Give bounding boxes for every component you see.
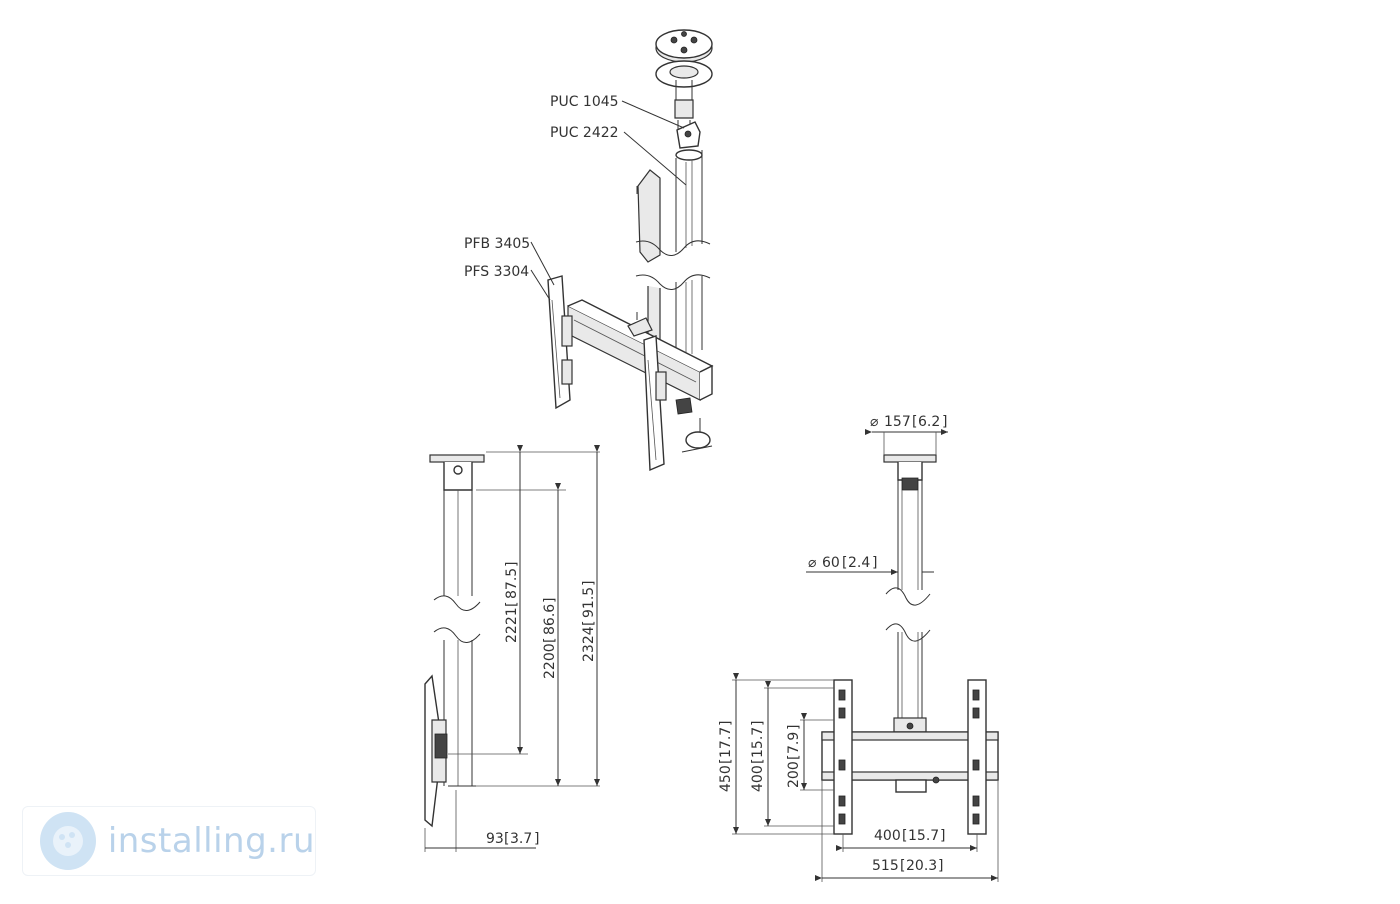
svg-text:3.7: 3.7 (510, 831, 532, 847)
svg-text:15.7: 15.7 (908, 828, 939, 844)
svg-text:]: ] (938, 858, 943, 874)
svg-text:157: 157 (884, 414, 911, 430)
svg-text:]: ] (750, 721, 766, 726)
dim-200: 200 [ 7.9 ] (786, 725, 802, 788)
svg-text:]: ] (940, 828, 945, 844)
front-view (732, 429, 999, 882)
part-label-pfb3405: PFB 3405 (464, 236, 530, 252)
svg-text:87.5: 87.5 (504, 568, 520, 599)
svg-text:200: 200 (786, 761, 802, 788)
svg-text:6.2: 6.2 (918, 414, 940, 430)
svg-text:[: [ (542, 638, 558, 643)
svg-text:[: [ (504, 831, 509, 847)
part-leaders (530, 100, 687, 301)
dim-93: 93 [ 3.7 ] (486, 831, 539, 847)
svg-text:]: ] (872, 555, 877, 571)
svg-text:400: 400 (874, 828, 901, 844)
dim-60: ⌀ 60 [ 2.4 ] (808, 555, 877, 571)
svg-text:[: [ (786, 755, 802, 760)
svg-text:17.7: 17.7 (718, 727, 734, 758)
svg-text:2324: 2324 (581, 626, 597, 662)
svg-text:7.9: 7.9 (786, 732, 802, 754)
exploded-view (547, 29, 714, 472)
installing-logo-icon (40, 812, 96, 870)
svg-text:[: [ (581, 621, 597, 626)
pole-top (635, 149, 711, 290)
svg-text:93: 93 (486, 831, 504, 847)
svg-text:86.6: 86.6 (542, 604, 558, 635)
svg-text:2221: 2221 (504, 607, 520, 643)
svg-text:]: ] (942, 414, 947, 430)
dim-2324: 2324 [ 91.5 ] (581, 581, 597, 662)
watermark-text: installing.ru (107, 821, 315, 861)
dim-2221: 2221 [ 87.5 ] (504, 562, 520, 643)
mount-arms (547, 275, 714, 472)
svg-text:[: [ (504, 602, 520, 607)
svg-text:60: 60 (822, 555, 840, 571)
part-label-puc2422: PUC 2422 (550, 125, 619, 141)
side-view (424, 445, 600, 852)
dim-157: ⌀ 157 [ 6.2 ] (870, 414, 947, 430)
svg-text:515: 515 (872, 858, 899, 874)
svg-text:2200: 2200 (542, 643, 558, 679)
svg-text:]: ] (786, 725, 802, 730)
svg-text:]: ] (534, 831, 539, 847)
part-label-pfs3304: PFS 3304 (464, 264, 529, 280)
part-label-puc1045: PUC 1045 (550, 94, 619, 110)
dim-450: 450 [ 17.7 ] (718, 721, 734, 792)
svg-text:]: ] (581, 581, 597, 586)
svg-text:15.7: 15.7 (750, 727, 766, 758)
svg-text:400: 400 (750, 765, 766, 792)
svg-text:[: [ (750, 759, 766, 764)
dim-2200: 2200 [ 86.6 ] (542, 598, 558, 679)
svg-text:⌀: ⌀ (870, 414, 879, 430)
svg-text:]: ] (542, 598, 558, 603)
svg-text:[: [ (900, 858, 905, 874)
svg-text:[: [ (902, 828, 907, 844)
ceiling-plate (655, 29, 713, 149)
svg-text:20.3: 20.3 (906, 858, 937, 874)
dim-515: 515 [ 20.3 ] (872, 858, 943, 874)
svg-text:[: [ (718, 759, 734, 764)
dim-400-vertical: 400 [ 15.7 ] (750, 721, 766, 792)
svg-text:450: 450 (718, 765, 734, 792)
svg-text:]: ] (504, 562, 520, 567)
svg-text:[: [ (912, 414, 917, 430)
svg-text:⌀: ⌀ (808, 555, 817, 571)
svg-text:[: [ (842, 555, 847, 571)
dim-400-horizontal: 400 [ 15.7 ] (874, 828, 945, 844)
svg-text:2.4: 2.4 (848, 555, 870, 571)
svg-text:91.5: 91.5 (581, 587, 597, 618)
watermark: installing.ru (22, 806, 316, 876)
svg-text:]: ] (718, 721, 734, 726)
